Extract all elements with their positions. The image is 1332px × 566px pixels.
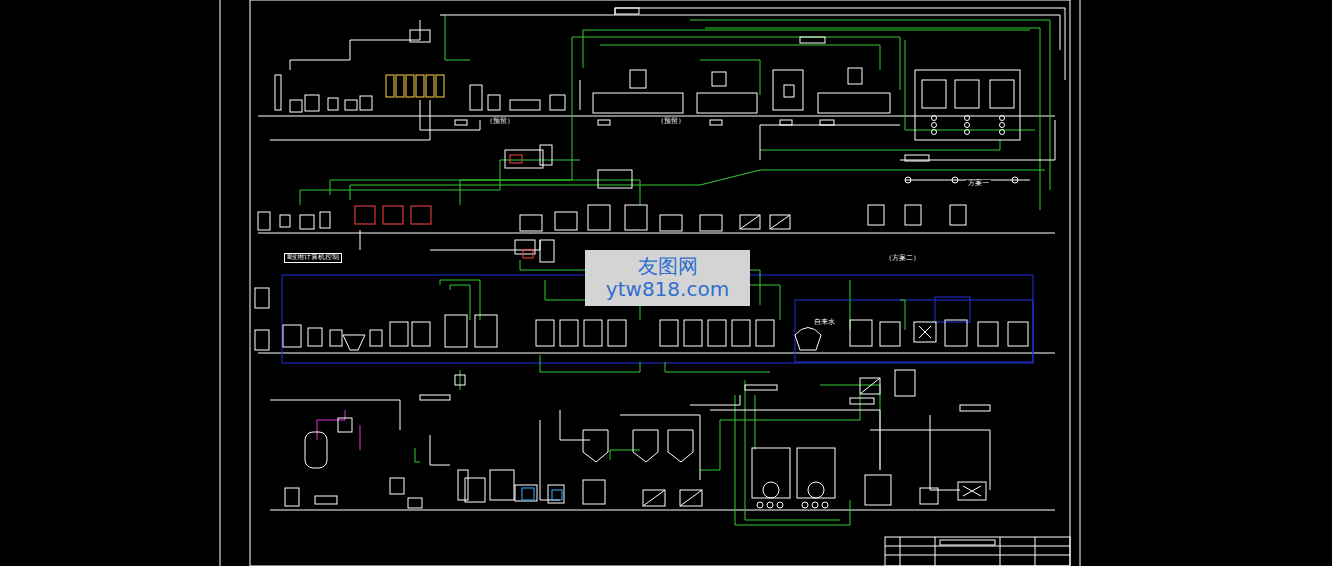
drawing-note: （预留） [655,118,687,126]
drawing-note: （预留） [484,118,516,126]
drawing-note: 方案一 [966,180,991,188]
drawing-note: Ⅱ段用计算机控制 [284,253,342,263]
drawing-note: 自来水 [812,319,837,327]
drawing-note: （方案二） [883,255,922,263]
watermark-text: 友图网 [638,255,698,278]
watermark-box: 友图网ytw818.com [585,250,750,306]
watermark-text: ytw818.com [606,278,729,301]
